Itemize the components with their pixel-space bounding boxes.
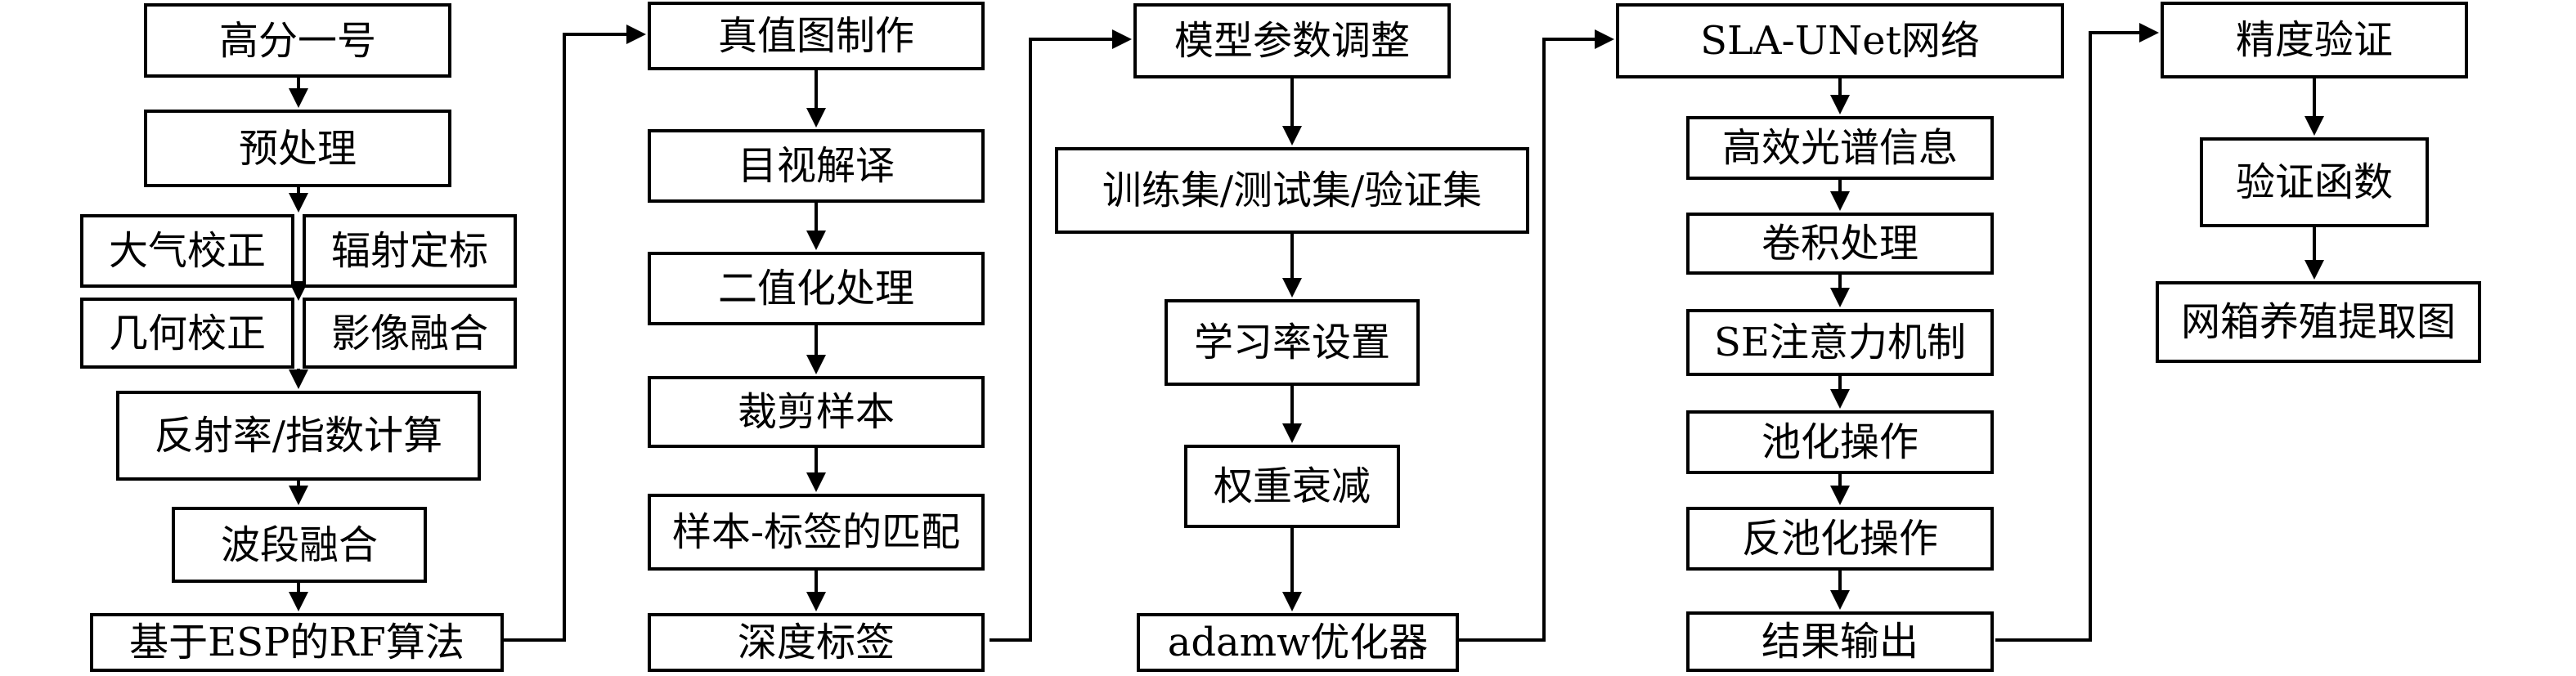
box-validation-function: 验证函数 bbox=[2200, 137, 2429, 227]
arrow-adamw-net bbox=[1459, 29, 1614, 642]
box-validation-function-label: 验证函数 bbox=[2235, 159, 2393, 205]
box-unpooling: 反池化操作 bbox=[1686, 507, 1994, 571]
arrow-output-verify bbox=[1995, 23, 2159, 642]
box-crop-samples: 裁剪样本 bbox=[648, 376, 985, 448]
box-dataset-split-label: 训练集/测试集/验证集 bbox=[1102, 168, 1483, 213]
box-adamw-optimizer: adamw优化器 bbox=[1137, 613, 1459, 672]
box-dataset-split: 训练集/测试集/验证集 bbox=[1055, 147, 1529, 234]
box-radiometric-calibration-label: 辐射定标 bbox=[330, 228, 488, 274]
box-model-tuning-label: 模型参数调整 bbox=[1174, 18, 1410, 64]
box-atmospheric-correction: 大气校正 bbox=[80, 214, 294, 288]
box-gf1-label: 高分一号 bbox=[218, 17, 376, 64]
box-esp-rf: 基于ESP的RF算法 bbox=[90, 613, 504, 672]
box-geometric-correction-label: 几何校正 bbox=[108, 310, 266, 356]
box-se-attention-label: SE注意力机制 bbox=[1714, 320, 1966, 365]
box-image-fusion-label: 影像融合 bbox=[330, 310, 488, 356]
box-weight-decay: 权重衰减 bbox=[1184, 445, 1400, 528]
box-learning-rate-label: 学习率设置 bbox=[1193, 320, 1390, 365]
box-accuracy-verification: 精度验证 bbox=[2161, 2, 2468, 78]
box-radiometric-calibration: 辐射定标 bbox=[303, 214, 517, 288]
box-model-tuning: 模型参数调整 bbox=[1133, 3, 1451, 78]
box-spectral-info-label: 高效光谱信息 bbox=[1721, 125, 1958, 171]
box-image-fusion: 影像融合 bbox=[303, 298, 517, 369]
box-weight-decay-label: 权重衰减 bbox=[1213, 463, 1371, 509]
box-sample-label-match: 样本-标签的匹配 bbox=[648, 494, 985, 571]
box-pooling: 池化操作 bbox=[1686, 410, 1994, 474]
box-preprocess: 预处理 bbox=[144, 110, 451, 187]
box-result-output-label: 结果输出 bbox=[1761, 619, 1919, 665]
box-reflectance-index-label: 反射率/指数计算 bbox=[154, 413, 443, 459]
box-accuracy-verification-label: 精度验证 bbox=[2235, 17, 2393, 63]
box-cage-extraction-map-label: 网箱养殖提取图 bbox=[2180, 299, 2456, 345]
box-learning-rate: 学习率设置 bbox=[1165, 299, 1420, 386]
box-se-attention: SE注意力机制 bbox=[1686, 309, 1994, 376]
box-crop-samples-label: 裁剪样本 bbox=[737, 389, 895, 435]
box-unpooling-label: 反池化操作 bbox=[1741, 516, 1938, 562]
box-visual-interpretation: 目视解译 bbox=[648, 129, 985, 203]
box-binarization-label: 二值化处理 bbox=[717, 266, 914, 311]
box-atmospheric-correction-label: 大气校正 bbox=[108, 228, 266, 274]
box-geometric-correction: 几何校正 bbox=[80, 298, 294, 369]
box-result-output: 结果输出 bbox=[1686, 611, 1994, 672]
box-band-fusion: 波段融合 bbox=[172, 507, 427, 583]
box-band-fusion-label: 波段融合 bbox=[220, 522, 378, 568]
box-pooling-label: 池化操作 bbox=[1761, 419, 1919, 465]
box-visual-interpretation-label: 目视解译 bbox=[737, 143, 895, 189]
box-cage-extraction-map: 网箱养殖提取图 bbox=[2156, 281, 2481, 363]
box-reflectance-index: 反射率/指数计算 bbox=[116, 391, 481, 481]
box-binarization: 二值化处理 bbox=[648, 252, 985, 325]
box-spectral-info: 高效光谱信息 bbox=[1686, 116, 1994, 180]
arrow-rf-truth bbox=[504, 25, 646, 642]
box-sla-unet: SLA-UNet网络 bbox=[1616, 3, 2064, 78]
arrow-depth-tune bbox=[990, 29, 1132, 642]
box-preprocess-label: 预处理 bbox=[238, 125, 357, 172]
box-truth-map-label: 真值图制作 bbox=[717, 13, 914, 59]
box-convolution-label: 卷积处理 bbox=[1761, 221, 1919, 266]
box-depth-label-label: 深度标签 bbox=[737, 620, 895, 665]
box-truth-map: 真值图制作 bbox=[648, 2, 985, 70]
box-gf1: 高分一号 bbox=[144, 3, 451, 78]
box-convolution: 卷积处理 bbox=[1686, 213, 1994, 275]
box-sla-unet-label: SLA-UNet网络 bbox=[1700, 18, 1980, 64]
box-esp-rf-label: 基于ESP的RF算法 bbox=[129, 620, 464, 665]
box-adamw-optimizer-label: adamw优化器 bbox=[1167, 620, 1429, 665]
box-depth-label: 深度标签 bbox=[648, 613, 985, 672]
box-sample-label-match-label: 样本-标签的匹配 bbox=[671, 509, 961, 555]
